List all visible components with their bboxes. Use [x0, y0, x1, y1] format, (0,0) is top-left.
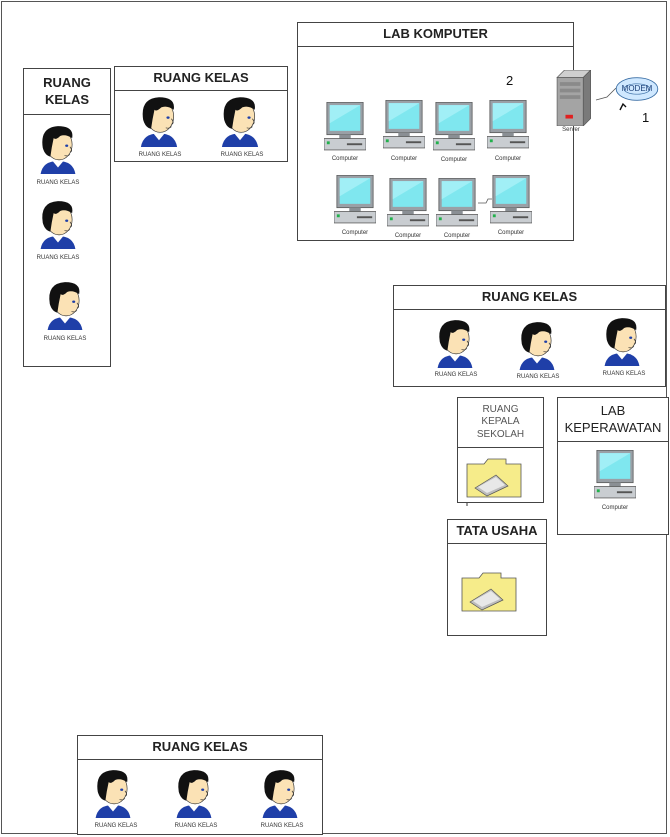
student-label: RUANG KELAS [43, 336, 87, 342]
student-label: RUANG KELAS [260, 823, 304, 829]
computer-label: Computer [440, 157, 468, 163]
computer-icon [383, 100, 425, 152]
student-label: RUANG KELAS [36, 255, 80, 261]
folder-icon [461, 572, 517, 612]
computer-icon [433, 102, 475, 154]
student-label: RUANG KELAS [36, 180, 80, 186]
computer-icon [324, 102, 366, 154]
student-icon [35, 124, 81, 174]
folder-icon [466, 458, 522, 498]
room-title: RUANG KELAS [115, 67, 287, 91]
server-icon [552, 70, 592, 126]
room-title: LAB KOMPUTER [298, 23, 573, 47]
student-icon [514, 320, 560, 370]
computer-label: Computer [390, 156, 418, 162]
student-label: RUANG KELAS [516, 374, 560, 380]
computer-label: Computer [497, 230, 525, 236]
student-icon [42, 280, 88, 330]
computer-label: Computer [494, 156, 522, 162]
student-icon [35, 199, 81, 249]
room-title: RUANG KEPALA SEKOLAH [458, 398, 543, 448]
room-title: RUANG KELAS [394, 286, 665, 310]
computer-icon [387, 178, 429, 230]
student-icon [257, 768, 303, 818]
student-label: RUANG KELAS [602, 371, 646, 377]
student-label: RUANG KELAS [434, 372, 478, 378]
room-title: LAB KEPERAWATAN [558, 398, 668, 442]
student-icon [136, 95, 182, 147]
computer-icon [334, 175, 376, 227]
room-title: RUANG KELAS [78, 736, 322, 760]
student-label: RUANG KELAS [220, 152, 264, 158]
computer-label: Computer [601, 505, 629, 511]
computer-label: Computer [341, 230, 369, 236]
student-icon [90, 768, 136, 818]
computer-icon [436, 178, 478, 230]
computer-icon [487, 100, 529, 152]
student-icon [217, 95, 263, 147]
room-title: TATA USAHA [448, 520, 546, 544]
student-icon [171, 768, 217, 818]
computer-label: Computer [443, 233, 471, 239]
server-label: Server [562, 127, 580, 133]
student-label: RUANG KELAS [94, 823, 138, 829]
computer-label: Computer [331, 156, 359, 162]
modem-label: MODEM [621, 84, 653, 93]
computer-icon [490, 175, 532, 227]
lab-number: 2 [506, 73, 514, 88]
student-label: RUANG KELAS [138, 152, 182, 158]
room-title: RUANG KELAS [24, 69, 110, 115]
student-label: RUANG KELAS [174, 823, 218, 829]
computer-label: Computer [394, 233, 422, 239]
computer-icon [594, 450, 636, 502]
modem-number: 1 [642, 110, 650, 125]
student-icon [599, 316, 645, 366]
student-icon [432, 318, 478, 368]
